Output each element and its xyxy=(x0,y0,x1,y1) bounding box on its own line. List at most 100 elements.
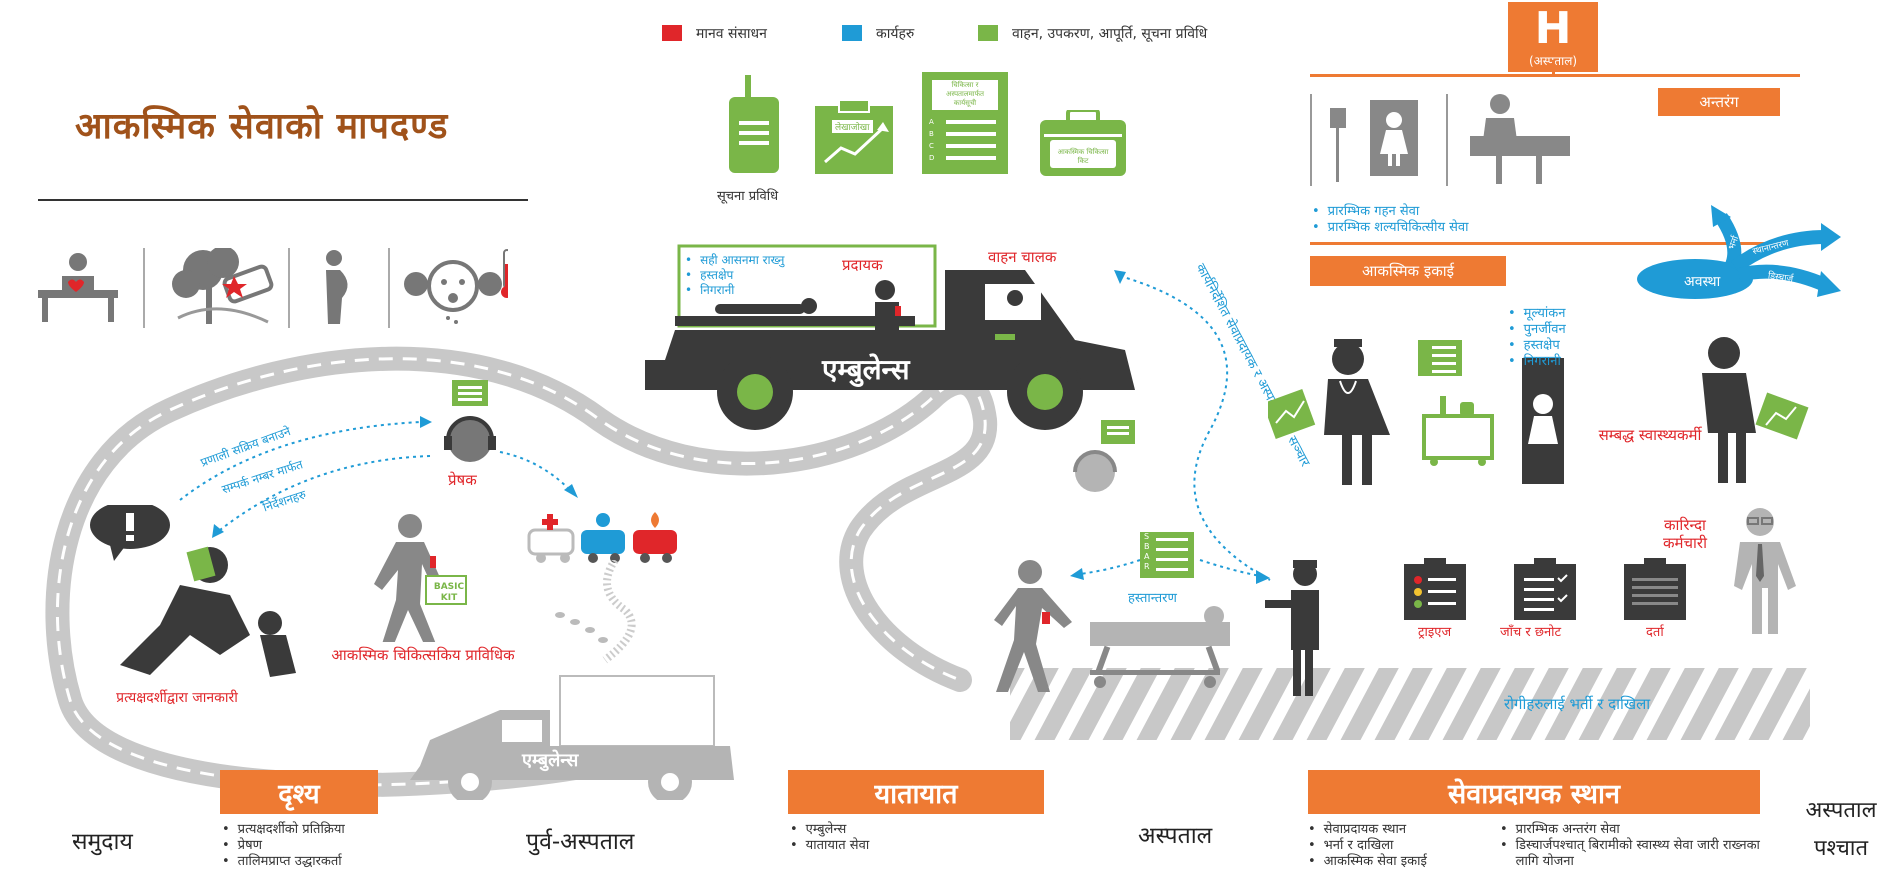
board-label-registration: दर्ता xyxy=(1646,625,1664,640)
assessment-item: हस्तक्षेप xyxy=(1508,338,1566,354)
dispatch-arrows xyxy=(179,416,578,538)
surgery-icon xyxy=(1470,94,1570,184)
ambulance-task-list: सही आसनमा राख्नु हस्तक्षेप निगरानी xyxy=(685,253,784,298)
registration-board-icon xyxy=(1624,558,1686,620)
care-item: प्रारम्भिक शल्यचिकित्सीय सेवा xyxy=(1312,220,1469,236)
facility-items-left: सेवाप्रदायक स्थान भर्ना र दाखिला आकस्मिक… xyxy=(1308,822,1427,870)
emergency-unit-box: आकस्मिक इकाई xyxy=(1310,256,1506,286)
provider-label: प्रदायक xyxy=(842,256,883,274)
ambulance-gray-label: एम्बुलेन्स xyxy=(522,750,579,771)
hospital-icons xyxy=(1310,94,1570,186)
accident-icon xyxy=(172,248,274,324)
ambulance-main-graphic xyxy=(645,244,1135,430)
scene-item: प्रत्यक्षदर्शीको प्रतिक्रिया xyxy=(222,822,345,838)
doctor-graphic xyxy=(1268,339,1390,485)
legend-label: कार्यहरु xyxy=(876,26,915,42)
chart-clipboard-icon xyxy=(815,100,893,174)
ambulance-task: हस्तक्षेप xyxy=(685,268,784,283)
checklist-letters: A B C D xyxy=(929,116,934,164)
ambulance-main-label: एम्बुलेन्स xyxy=(822,353,910,386)
checklist-letter: C xyxy=(929,142,934,150)
sick-child-icon xyxy=(404,249,508,324)
comms-arrow xyxy=(1114,270,1271,581)
legend-swatch xyxy=(662,25,682,41)
assessment-list: मूल्यांकन पुनर्जीवन हस्तक्षेप निगरानी xyxy=(1508,306,1566,370)
transport-items: एम्बुलेन्स यातायात सेवा xyxy=(790,822,870,854)
legend-swatch xyxy=(978,25,998,41)
phase-posthospital: अस्पताल पश्चात xyxy=(1805,798,1877,861)
legend-item-equipment: वाहन, उपकरण, आपूर्ति, सूचना प्रविधि xyxy=(978,24,1207,43)
sbar-letter: A xyxy=(1144,552,1150,561)
banner-scene: दृश्य xyxy=(220,770,378,814)
facility-item: भर्ना र दाखिला xyxy=(1308,838,1427,854)
checklist-header: चिकित्सा र अस्पतालमार्फत कार्यसूची xyxy=(946,81,984,107)
health-worker-graphic xyxy=(1702,337,1809,483)
it-label: सूचना प्रविधि xyxy=(717,189,779,204)
ambulance-task: सही आसनमा राख्नु xyxy=(685,253,784,268)
comms-dispatcher-icon xyxy=(1073,420,1135,492)
hospital-line xyxy=(1310,74,1800,77)
legend-item-tasks: कार्यहरु xyxy=(842,24,914,43)
sbar-letter: B xyxy=(1144,542,1150,551)
hospital-h-letter: H xyxy=(1534,2,1572,54)
banner-transport: यातायात xyxy=(788,770,1044,814)
transport-item: एम्बुलेन्स xyxy=(790,822,869,838)
dispatcher-label: प्रेषक xyxy=(448,471,477,489)
handover-arrows xyxy=(1070,559,1270,584)
handover-label: हस्तान्तरण xyxy=(1128,591,1177,606)
transport-item: यातायात सेवा xyxy=(790,838,870,854)
clerk-graphic xyxy=(1734,508,1796,634)
facility-item-text: डिस्चार्जपश्चात् बिरामीको स्वास्थ्य सेवा… xyxy=(1515,838,1760,869)
facility-item-text: प्रारम्भिक अन्तरंग सेवा xyxy=(1515,822,1620,837)
banner-facility: सेवाप्रदायक स्थान xyxy=(1308,770,1760,814)
assessment-item: मूल्यांकन xyxy=(1508,306,1566,322)
scene-item: तालिमप्राप्त उद्धारकर्ता xyxy=(222,854,345,870)
facility-item-right: •प्रारम्भिक अन्तरंग सेवा xyxy=(1500,822,1620,837)
care-item: प्रारम्भिक गहन सेवा xyxy=(1312,204,1469,220)
checklist-letter: A xyxy=(929,118,934,126)
pregnant-woman-icon xyxy=(326,250,348,324)
chart-label: लेखाजोखा xyxy=(832,120,873,133)
legend-label: मानव संसाधन xyxy=(696,26,767,42)
sbar-letter: R xyxy=(1144,562,1150,571)
hospital-line-2 xyxy=(1310,242,1800,245)
ambulance-task: निगरानी xyxy=(685,283,784,298)
scene-items: प्रत्यक्षदर्शीको प्रतिक्रिया प्रेषण तालि… xyxy=(222,822,345,870)
page-title: आकस्मिक सेवाको मापदण्ड xyxy=(75,106,449,147)
sbar-letters: S B A R xyxy=(1144,532,1150,572)
medicine-cart-icon xyxy=(1422,396,1494,466)
technician-graphic xyxy=(374,514,467,642)
witness-label: प्रत्यक्षदर्शीद्वारा जानकारी xyxy=(116,690,238,706)
kit-label: आकस्मिक चिकित्सा किट xyxy=(1057,148,1109,165)
admission-label: रोगीहरुलाई भर्ती र दाखिला xyxy=(1504,695,1651,713)
facility-items-right: •प्रारम्भिक अन्तरंग सेवा •डिस्चार्जपश्चा… xyxy=(1500,822,1768,870)
related-health-label: सम्बद्ध स्वास्थ्यकर्मी xyxy=(1598,426,1702,444)
footprints-path xyxy=(555,560,636,664)
state-arrows-icon xyxy=(1637,205,1841,299)
nurse-receiver-graphic xyxy=(1265,560,1319,696)
facility-item-right: •डिस्चार्जपश्चात् बिरामीको स्वास्थ्य सेव… xyxy=(1500,838,1768,870)
hospital-line-stub xyxy=(1552,60,1555,74)
basic-kit-label: BASIC KIT xyxy=(433,582,465,603)
clerical-label: कारिन्दा कर्मचारी xyxy=(1663,516,1707,552)
phase-hospital: अस्पताल xyxy=(1138,823,1213,849)
first-aid-kit-icon xyxy=(1040,110,1126,176)
checklist-letter: D xyxy=(929,154,935,162)
scene-item: प्रेषण xyxy=(222,838,345,854)
board-label-triage: ट्राइएज xyxy=(1418,625,1452,640)
phase-community: समुदाय xyxy=(72,829,133,855)
technician-label: आकस्मिक चिकित्सकिय प्राविधिक xyxy=(331,646,515,664)
legend-item-human-resources: मानव संसाधन xyxy=(662,24,767,43)
inpatient-box: अन्तरंग xyxy=(1658,88,1780,116)
phase-prehospital: पुर्व-अस्पताल xyxy=(526,829,635,855)
sbar-clipboard-icon xyxy=(1140,532,1194,578)
hospital-care-list: प्रारम्भिक गहन सेवा प्रारम्भिक शल्यचिकित… xyxy=(1312,204,1469,236)
assessment-item: पुनर्जीवन xyxy=(1508,322,1566,338)
legend-label: वाहन, उपकरण, आपूर्ति, सूचना प्रविधि xyxy=(1012,26,1208,42)
community-icons xyxy=(38,248,508,328)
facility-item: आकस्मिक सेवा इकाई xyxy=(1308,854,1427,870)
emergency-vehicles-icon xyxy=(527,512,677,563)
board-label-screening: जाँच र छनोट xyxy=(1500,625,1562,640)
ambulance-gray-graphic xyxy=(410,675,734,800)
